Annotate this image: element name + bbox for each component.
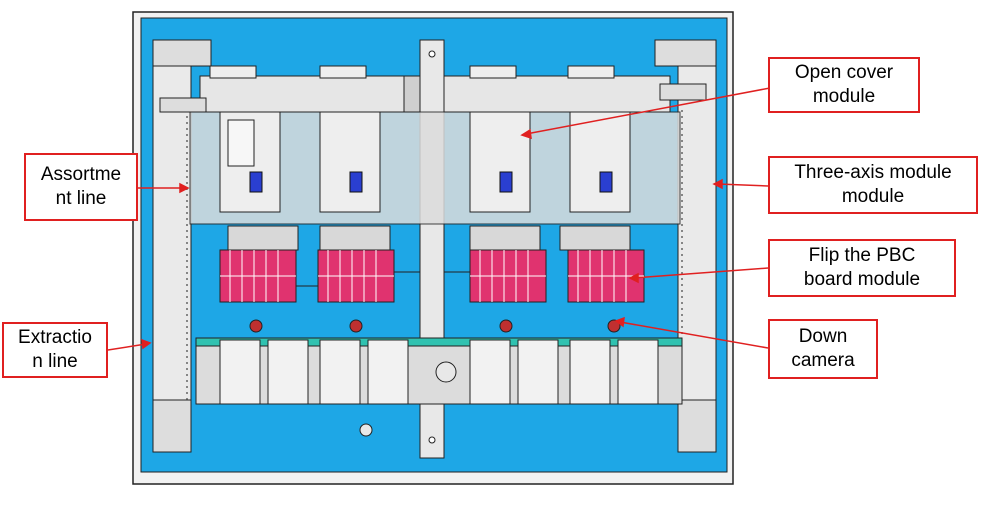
label-open-cover-text-1: Open cover: [794, 62, 894, 83]
label-open-cover-text-2: module: [812, 86, 876, 107]
arrow-open-cover: [525, 87, 771, 135]
label-open-cover-module: Open cover module: [768, 57, 920, 113]
left-rail-bottom: [152, 399, 192, 453]
label-down-camera: Down camera: [768, 319, 878, 379]
pink-module-4: [567, 249, 645, 303]
right-rail: [677, 39, 717, 453]
pink-module-3: [469, 249, 547, 303]
label-three-axis-module: Three-axis module module: [768, 156, 978, 214]
label-flip-pbc-text-1: Flip the PBC: [808, 245, 916, 266]
camera-2: [349, 319, 363, 333]
right-rail-bottom: [677, 399, 717, 453]
label-extraction-line-text-2: n line: [32, 351, 78, 372]
label-down-camera-text-2: camera: [791, 350, 855, 371]
label-assortment-line-text-2: nt line: [55, 188, 107, 209]
arrow-down-camera: [619, 321, 769, 349]
label-down-camera-text-1: Down: [798, 326, 848, 347]
camera-4: [607, 319, 621, 333]
arrow-extraction: [107, 343, 147, 351]
arrow-three-axis: [717, 183, 769, 187]
label-extraction-line-text-1: Extractio: [18, 327, 92, 348]
pink-module-1: [219, 249, 297, 303]
label-extraction-line: Extractio n line: [2, 322, 108, 378]
label-assortment-line: Assortme nt line: [24, 153, 138, 221]
label-three-axis-text-2: module: [841, 186, 905, 207]
arrow-flip-pbc: [633, 267, 769, 279]
right-rail-top: [654, 39, 717, 67]
camera-1: [249, 319, 263, 333]
label-flip-pbc-text-2: board module: [803, 269, 921, 290]
camera-3: [499, 319, 513, 333]
label-assortment-line-text-1: Assortme: [40, 164, 122, 185]
pink-module-2: [317, 249, 395, 303]
label-flip-pbc-board-module: Flip the PBC board module: [768, 239, 956, 297]
left-rail-top: [152, 39, 212, 67]
label-three-axis-text-1: Three-axis module: [794, 162, 952, 183]
